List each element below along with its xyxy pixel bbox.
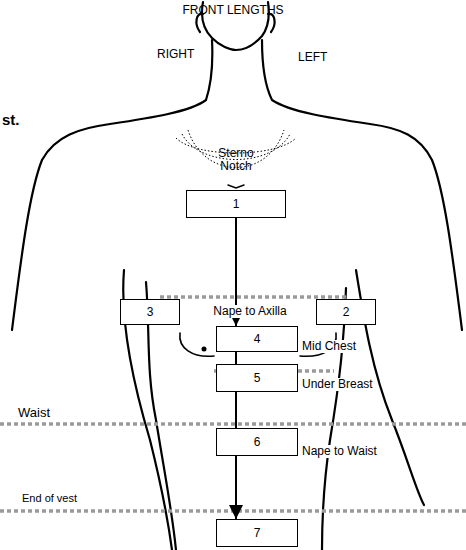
callout-number: 5 [254,371,261,385]
callout-number: 6 [254,435,261,449]
measure-label: Under Breast [300,378,375,391]
measure-label: Sterno Notch [208,147,264,173]
callout-number: 2 [343,305,350,319]
callout-number: 7 [254,526,261,540]
measure-arrow [235,456,237,519]
measure-arrow [235,392,237,428]
measure-label: st. [2,112,20,129]
measure-box: 2 [316,299,376,325]
measure-label: Nape to Axilla [211,305,288,318]
callout-number: 4 [254,332,261,346]
measure-arrow [235,352,237,364]
measure-box: 3 [120,299,180,325]
measure-box: 5 [216,364,298,392]
callout-number: 1 [233,197,240,211]
measure-label: Waist [18,406,50,420]
callout-number: 3 [147,305,154,319]
measure-label: LEFT [298,51,327,64]
measure-label: RIGHT [157,48,194,61]
measure-box: 4 [216,326,298,352]
measure-box: 1 [186,190,286,218]
measure-box: 6 [216,428,298,456]
measure-label: Mid Chest [300,340,358,353]
measure-box: 7 [216,519,298,547]
diagram-title: FRONT LENGTHS [0,4,466,17]
measure-label: End of vest [22,492,77,504]
measure-label: Nape to Waist [300,445,379,458]
